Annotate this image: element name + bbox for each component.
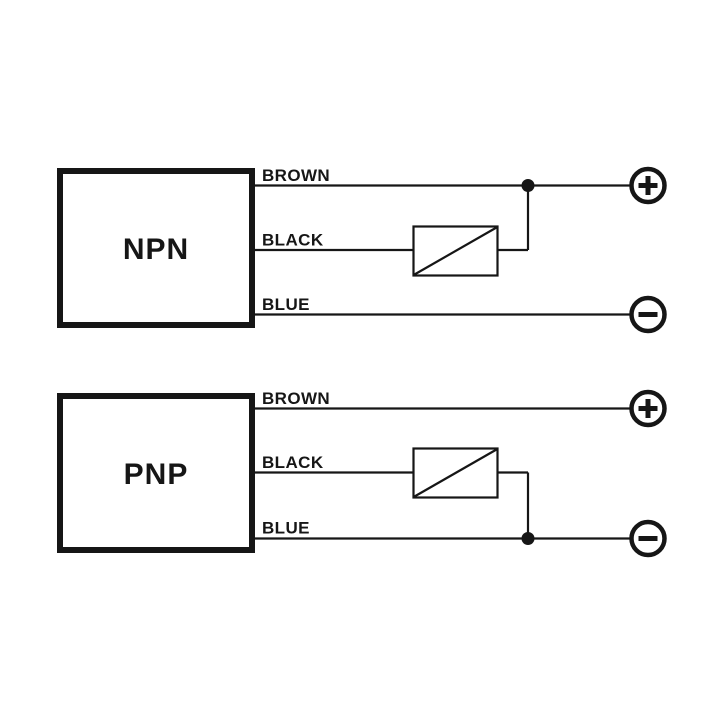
pnp-device-box bbox=[57, 393, 255, 553]
npn-blue-wire-label: BLUE bbox=[262, 295, 310, 314]
pnp-black-wire-label: BLACK bbox=[262, 453, 324, 472]
npn-circuit: NPN BROWN BLACK BLUE bbox=[57, 166, 667, 334]
pnp-device-label: PNP bbox=[124, 458, 189, 491]
npn-load-diagonal bbox=[413, 226, 498, 276]
pnp-brown-wire-label: BROWN bbox=[262, 389, 330, 408]
pnp-negative-terminal-icon bbox=[629, 519, 667, 558]
npn-junction-dot bbox=[521, 179, 535, 192]
pnp-blue-wire-label: BLUE bbox=[262, 519, 310, 538]
npn-brown-wire-label: BROWN bbox=[262, 166, 330, 185]
npn-positive-terminal-icon bbox=[629, 166, 667, 205]
pnp-circuit: PNP BROWN BLACK BLUE bbox=[57, 389, 667, 558]
npn-device-box bbox=[57, 168, 255, 328]
npn-black-wire-label: BLACK bbox=[262, 231, 324, 250]
npn-negative-terminal-icon bbox=[629, 295, 667, 334]
npn-device-label: NPN bbox=[123, 233, 189, 266]
pnp-load-diagonal bbox=[413, 448, 498, 498]
pnp-positive-terminal-icon bbox=[629, 389, 667, 428]
